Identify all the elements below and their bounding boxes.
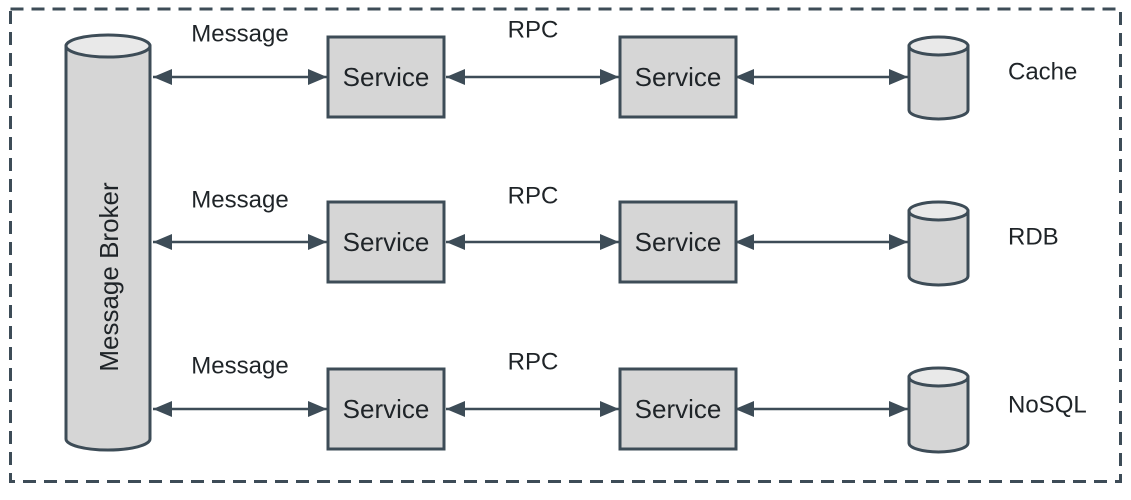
datastore-label: NoSQL xyxy=(1008,392,1087,419)
row-3: Message Service RPC Service NoSQL xyxy=(153,349,1087,454)
rpc-link-label: RPC xyxy=(508,183,559,210)
message-broker-node: Message Broker xyxy=(64,33,152,452)
message-broker-cylinder xyxy=(64,44,152,452)
datastore-cylinder-top xyxy=(907,366,970,388)
service-label: Service xyxy=(635,227,722,257)
datastore-label: RDB xyxy=(1008,224,1059,251)
message-broker-label: Message Broker xyxy=(94,182,124,372)
service-label: Service xyxy=(343,227,430,257)
datastore-cylinder-top xyxy=(907,35,970,57)
datastore-cylinder-top xyxy=(907,200,970,222)
system-boundary xyxy=(9,7,1122,483)
service-label: Service xyxy=(635,394,722,424)
service-box xyxy=(326,200,446,284)
rpc-link-label: RPC xyxy=(508,17,559,44)
datastore-cylinder xyxy=(907,375,970,454)
service-label: Service xyxy=(343,62,430,92)
service-label: Service xyxy=(343,394,430,424)
service-label: Service xyxy=(635,62,722,92)
service-box xyxy=(618,200,738,284)
message-link-label: Message xyxy=(191,353,288,380)
datastore-cylinder xyxy=(907,209,970,287)
datastore-label: Cache xyxy=(1008,59,1077,86)
datastore-cylinder xyxy=(907,44,970,121)
row-2: Message Service RPC Service RDB xyxy=(153,183,1059,287)
row-1: Message Service RPC Service Cache xyxy=(153,17,1077,121)
service-box xyxy=(326,367,446,451)
message-broker-cylinder-top xyxy=(64,33,152,59)
service-box xyxy=(326,35,446,119)
message-link-label: Message xyxy=(191,21,288,48)
rpc-link-label: RPC xyxy=(508,349,559,376)
service-box xyxy=(618,367,738,451)
message-link-label: Message xyxy=(191,187,288,214)
